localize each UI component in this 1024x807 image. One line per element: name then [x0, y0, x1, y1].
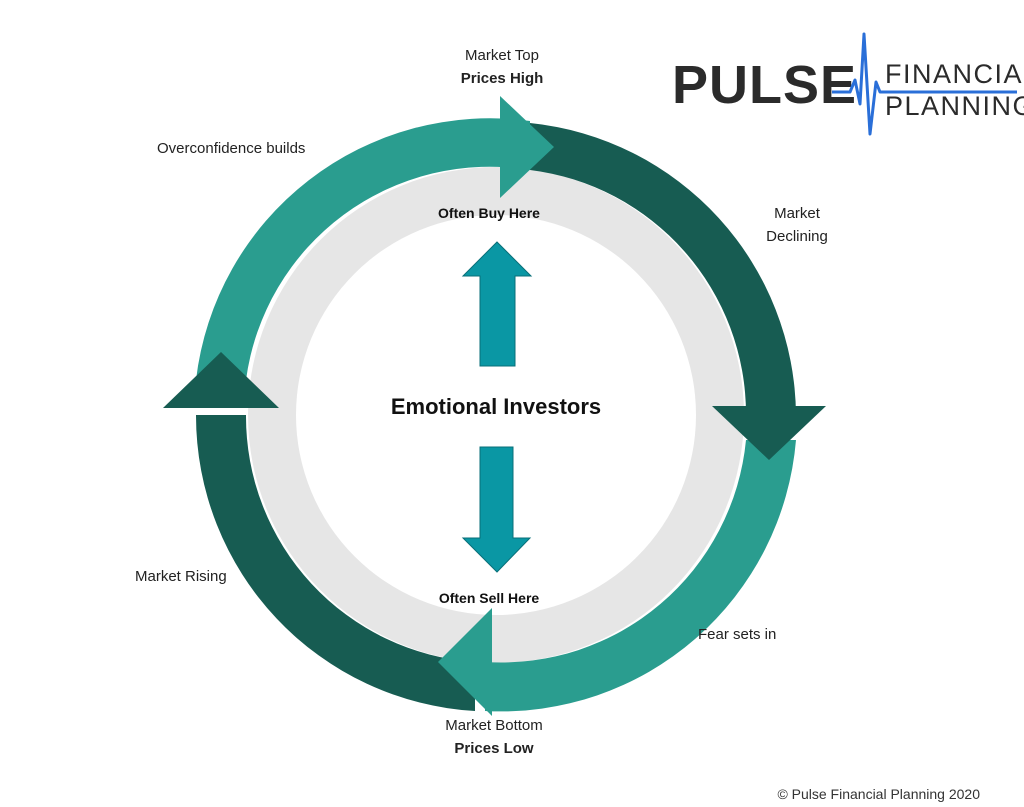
market-top-label: Market Top Prices High — [461, 44, 544, 90]
logo-financial-text: FINANCIAL — [885, 59, 1024, 89]
market-rising-label: Market Rising — [135, 568, 227, 585]
market-bottom-text: Market Bottom — [445, 717, 543, 734]
prices-low-text: Prices Low — [454, 740, 534, 757]
ring-segment-rising — [195, 415, 475, 711]
ring-segment-declining — [530, 123, 796, 415]
center-up-arrow — [461, 241, 533, 367]
market-top-text: Market Top — [465, 47, 539, 64]
ring-segment-fear — [485, 440, 796, 712]
market-declining-line2: Declining — [766, 228, 828, 245]
logo-planning-text: PLANNING — [885, 91, 1024, 121]
center-down-arrow — [461, 446, 532, 573]
market-bottom-label: Market Bottom Prices Low — [445, 714, 543, 760]
often-sell-label: Often Sell Here — [438, 590, 540, 606]
fear-label: Fear sets in — [698, 626, 777, 643]
often-buy-label: Often Buy Here — [438, 205, 540, 221]
ring-segment-overconfidence — [196, 118, 530, 380]
copyright-footer: © Pulse Financial Planning 2020 — [777, 786, 980, 802]
arrow-head-top — [500, 96, 554, 198]
market-declining-label: Market Declining — [766, 202, 828, 248]
center-title: Emotional Investors — [390, 394, 602, 419]
prices-high-text: Prices High — [460, 70, 544, 87]
arrow-head-right — [712, 406, 826, 460]
company-logo: PULSE FINANCIAL PLANNING — [672, 30, 1024, 140]
logo-pulse-word: PULSE — [672, 55, 858, 115]
inner-white-disc — [296, 215, 696, 615]
arrow-head-left — [163, 352, 279, 408]
overconfidence-label: Overconfidence builds — [157, 140, 306, 157]
arrow-head-bottom — [438, 608, 492, 716]
market-declining-line1: Market — [774, 205, 820, 222]
pulse-line-icon — [832, 32, 1017, 136]
